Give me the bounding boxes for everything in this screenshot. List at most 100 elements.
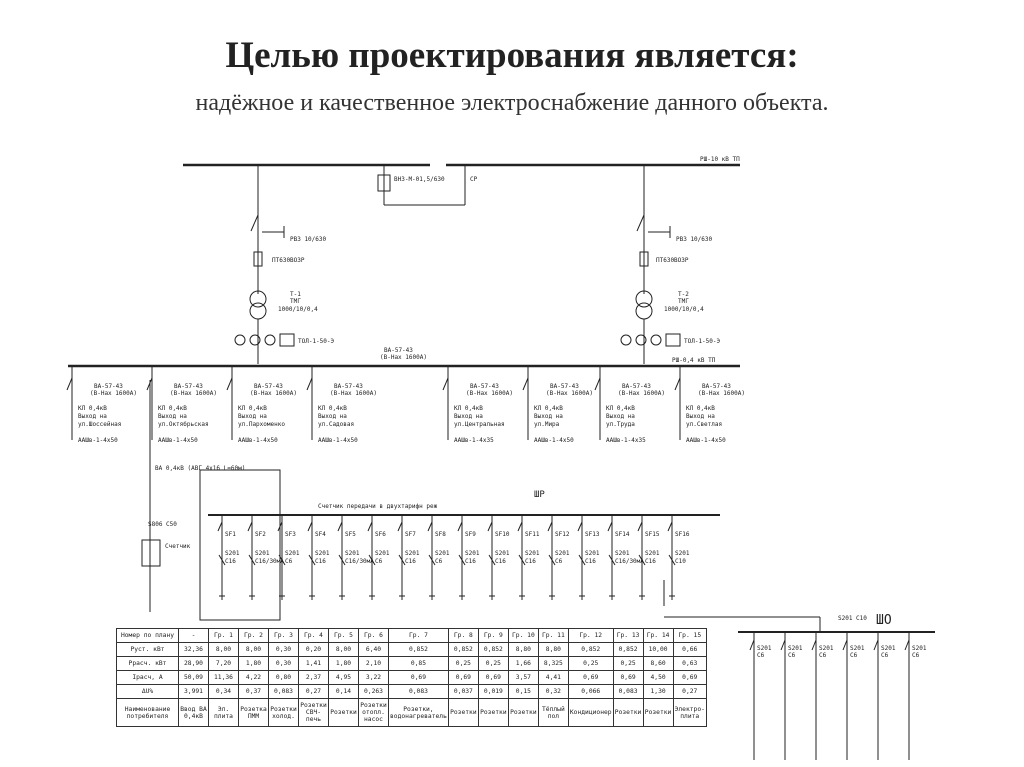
group-breaker-rating: C16 <box>525 558 536 565</box>
group-breaker <box>637 521 643 532</box>
table-cell: 0,85 <box>388 656 449 671</box>
table-cell: 4,22 <box>238 670 269 685</box>
table-cell: 8,325 <box>537 656 569 671</box>
group-breaker-2 <box>308 554 316 566</box>
table-cell: 1,80 <box>238 656 269 671</box>
table-cell: 1,30 <box>642 684 674 699</box>
group-breaker-label: S201 <box>315 550 330 557</box>
feeder-breaker-label: ВА-57-43 <box>702 383 731 390</box>
group-breaker <box>307 521 313 532</box>
sho-breaker-rating: C6 <box>912 652 920 659</box>
transformer-t1-lv <box>249 302 267 320</box>
table-cell: 0,066 <box>567 684 614 699</box>
table-cell: 0,69 <box>388 670 449 685</box>
table-cell: 0,37 <box>238 684 269 699</box>
transformer-t1-hv <box>249 290 267 308</box>
feeder-desc-line1: КЛ 0,4кВ <box>534 405 563 412</box>
sho-breaker-rating: C6 <box>850 652 858 659</box>
feeder-desc-line2: Выход на <box>158 413 187 420</box>
group-breaker <box>247 521 253 532</box>
table-row-header: Ррасч. кВт <box>116 656 179 671</box>
table-cell: Тёплый пол <box>537 698 569 727</box>
table-cell: 0,15 <box>507 684 539 699</box>
group-breaker-2 <box>608 554 616 566</box>
left-fuse-label: ПТ630ВОЗР <box>272 257 305 264</box>
group-breaker-rating: C6 <box>375 558 383 565</box>
left-ct1 <box>234 334 246 346</box>
group-breaker-rating: C16 <box>645 558 656 565</box>
sho-breaker-rating: C6 <box>757 652 765 659</box>
feeder-desc-line3: ул.Центральная <box>454 421 505 428</box>
table-cell: 0,852 <box>567 642 614 657</box>
table-cell: 8,00 <box>238 642 269 657</box>
table-cell: 8,80 <box>537 642 569 657</box>
group-sf-label: SF13 <box>585 531 600 538</box>
table-cell: Гр. 5 <box>328 628 359 643</box>
feeder-desc-line2: Выход на <box>238 413 267 420</box>
group-breaker-rating: C16 <box>405 558 416 565</box>
table-cell: 0,66 <box>672 642 707 657</box>
sho-breaker <box>842 639 848 651</box>
feeder-desc-line2: Выход на <box>454 413 483 420</box>
table-cell: 1,41 <box>298 656 329 671</box>
group-breaker-2 <box>458 554 466 566</box>
table-cell: 0,69 <box>672 670 707 685</box>
sho-breaker-rating: C6 <box>881 652 889 659</box>
feeder-rating-label: (В-Нах 1600А) <box>330 390 377 397</box>
table-cell: Гр. 1 <box>208 628 239 643</box>
feeder-desc-line1: КЛ 0,4кВ <box>454 405 483 412</box>
feeder-breaker <box>66 377 73 391</box>
group-sf-label: SF7 <box>405 531 416 538</box>
group-sf-label: SF1 <box>225 531 236 538</box>
group-sf-label: SF3 <box>285 531 296 538</box>
table-cell: 4,95 <box>328 670 359 685</box>
feeder-desc-line3: ул.Октябрьская <box>158 421 209 428</box>
group-breaker <box>577 521 583 532</box>
group-sf-label: SF4 <box>315 531 326 538</box>
table-cell: Гр. 7 <box>388 628 449 643</box>
group-breaker-label: S201 <box>645 550 660 557</box>
group-breaker-2 <box>248 554 256 566</box>
group-breaker-2 <box>638 554 646 566</box>
table-cell: 0,30 <box>268 656 299 671</box>
table-cell: Кондиционер <box>567 698 614 727</box>
table-cell: 0,80 <box>268 670 299 685</box>
group-breaker <box>367 521 373 532</box>
feeder-breaker <box>594 377 601 391</box>
left-ct-box <box>279 333 295 347</box>
table-row-header: ΔU% <box>116 684 179 699</box>
table-cell: 0,083 <box>612 684 644 699</box>
shr-note: Счетчик передачи в двухтарифн реж <box>318 503 438 510</box>
right-ct-box <box>665 333 681 347</box>
feeder-desc-line1: КЛ 0,4кВ <box>158 405 187 412</box>
feeder-desc-line2: Выход на <box>606 413 635 420</box>
group-breaker-2 <box>398 554 406 566</box>
sho-breaker-label: S201 <box>850 645 865 652</box>
group-breaker-label: S201 <box>375 550 390 557</box>
right-disconnector <box>636 214 645 232</box>
t1-tm-label: ТМГ <box>290 298 301 305</box>
table-row-header: Iрасч, А <box>116 670 179 685</box>
tol2-label: ТОЛ-1-50-Э <box>684 338 721 345</box>
feeder-cable-label: ААШв-1-4х50 <box>238 437 278 444</box>
table-cell: Электро-плита <box>672 698 707 727</box>
table-cell: 0,083 <box>268 684 299 699</box>
table-cell: 1,80 <box>328 656 359 671</box>
feeder-desc-line2: Выход на <box>318 413 347 420</box>
table-cell: Гр. 14 <box>642 628 674 643</box>
shr-label: ШР <box>534 490 545 500</box>
group-breaker-label: S201 <box>465 550 480 557</box>
group-breaker-2 <box>578 554 586 566</box>
mcb-left-label: S806 C50 <box>148 521 177 528</box>
right-fuse <box>639 251 649 267</box>
group-breaker <box>667 521 673 532</box>
group-breaker-rating: C16/30мА <box>345 558 374 565</box>
table-cell: 0,852 <box>477 642 509 657</box>
feeder-rating-label: (В-Нах 1600А) <box>546 390 593 397</box>
table-cell: 0,69 <box>612 670 644 685</box>
feeder-breaker-label: ВА-57-43 <box>470 383 499 390</box>
